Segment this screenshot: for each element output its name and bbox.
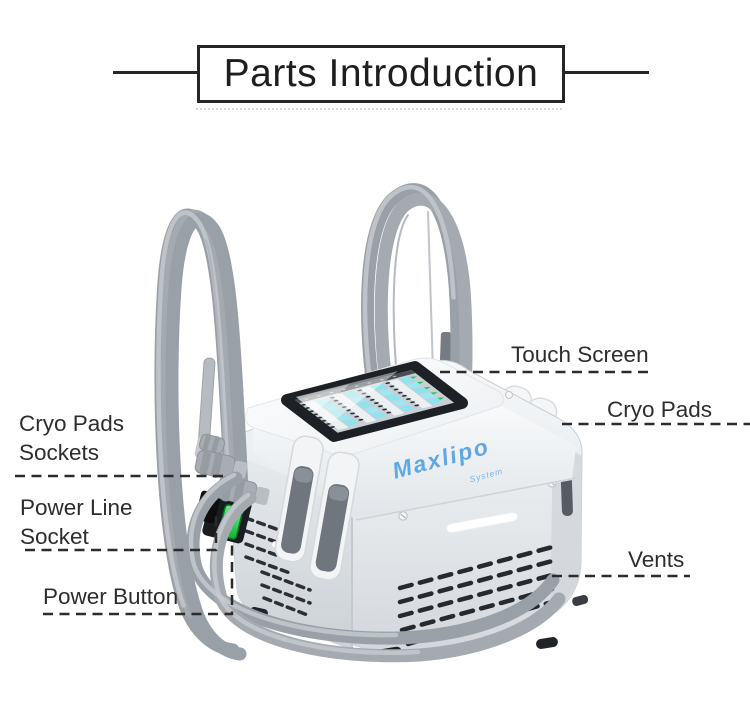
label-touch-screen: Touch Screen: [511, 342, 649, 367]
screen-ui: [295, 369, 455, 433]
title-dotted-divider: [196, 108, 562, 110]
hose-loop-right: [361, 183, 473, 469]
label-power-button: Power Button: [43, 584, 179, 609]
screen-glare: [296, 371, 398, 424]
cryo-pads-sockets-part: [194, 433, 270, 506]
socket-connector-1: [194, 449, 248, 480]
front-handle-groove: [446, 511, 519, 534]
rear-foot: [572, 594, 589, 607]
label-vents: Vents: [628, 547, 685, 572]
label-power-line-socket: Power Line Socket: [20, 495, 133, 549]
label-cryo-pads: Cryo Pads: [607, 397, 713, 422]
screen-green-indicators: [410, 376, 445, 400]
title-rule-right: [565, 71, 649, 74]
page-title: Parts Introduction: [197, 45, 565, 103]
cryo-pads-front: [274, 435, 360, 581]
leader-power-button: [43, 539, 234, 616]
title-rule-left: [113, 71, 197, 74]
leader-power-line-socket: [25, 516, 218, 552]
label-cryo-pads-sockets: Cryo Pads Sockets: [19, 411, 125, 465]
console-screw: [504, 390, 514, 400]
right-face: [550, 440, 582, 613]
touch-screen: [281, 361, 468, 442]
screen-buttons: [301, 382, 424, 431]
front-cables: [186, 471, 566, 663]
leader-lines: [15, 370, 750, 616]
hose-loop-left: [154, 208, 249, 661]
